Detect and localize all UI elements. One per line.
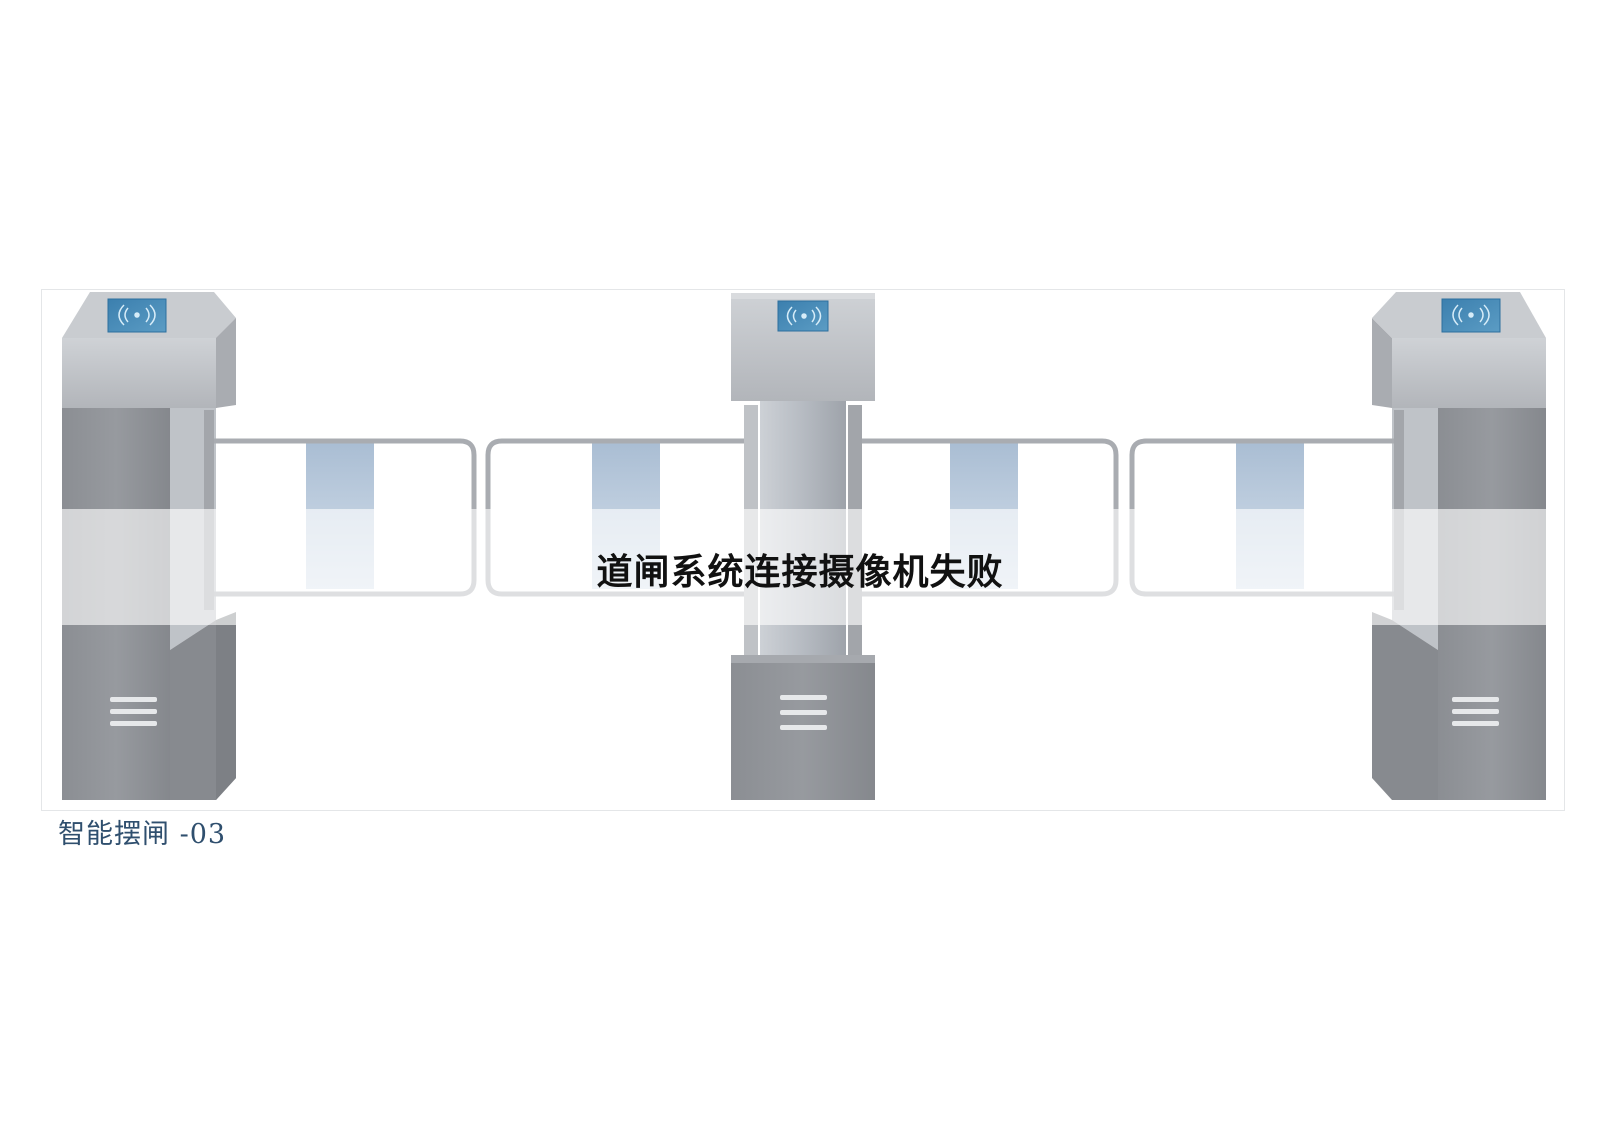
overlay-title: 道闸系统连接摄像机失败 [596,552,1004,593]
vent-icon [780,695,827,730]
rfid-icon [118,304,156,326]
title-banner [58,509,1563,625]
vent-icon [1452,697,1499,726]
product-caption: 智能摆闸 -03 [58,819,227,850]
vent-icon [110,697,157,726]
rfid-icon [1452,304,1490,326]
rfid-icon [786,306,822,326]
